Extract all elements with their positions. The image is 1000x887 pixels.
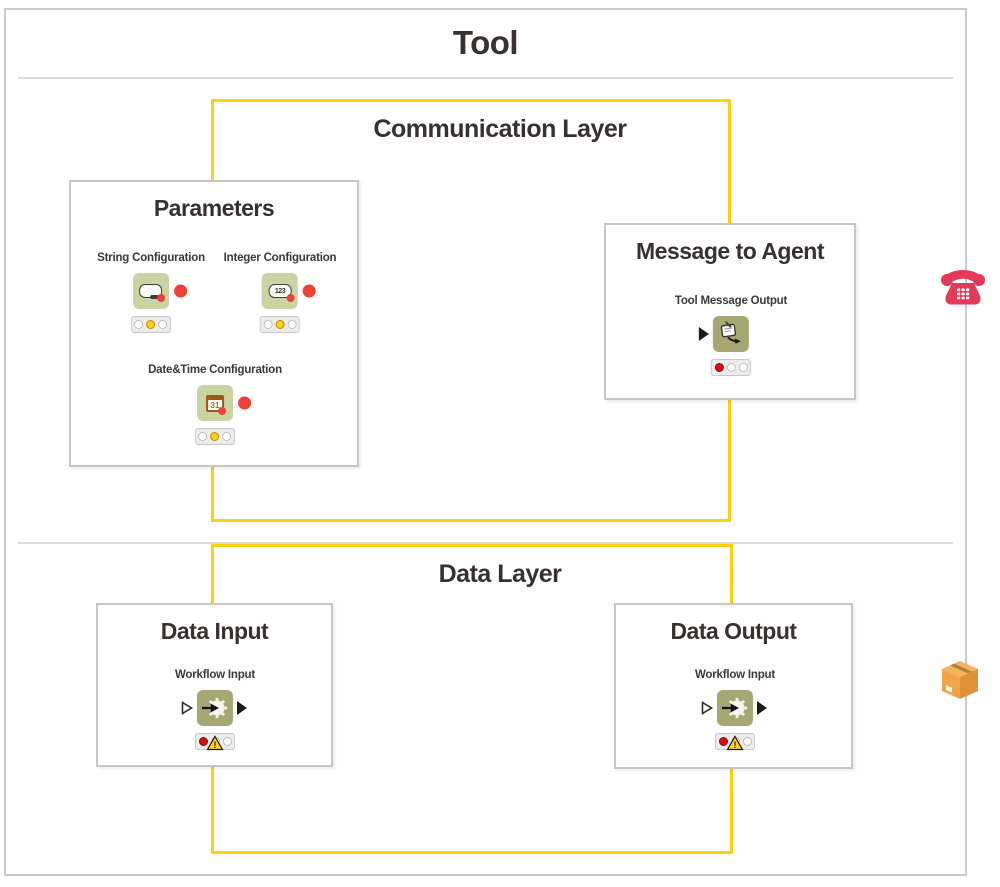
communication-layer-title: Communication Layer (373, 115, 627, 143)
status-red-on (198, 737, 208, 746)
node-datetime-configuration[interactable]: Date&Time Configuration 31 (148, 364, 282, 445)
svg-text:!: ! (734, 740, 737, 750)
node-status-traffic-light (130, 316, 171, 333)
flow-variable-output-port[interactable] (238, 396, 251, 410)
message-input-port[interactable] (699, 327, 709, 341)
calendar-header (208, 396, 222, 400)
gear-input-icon (722, 697, 748, 719)
warning-icon: ! (206, 735, 224, 751)
page-title: Tool (452, 24, 519, 61)
node-label: Integer Configuration (223, 252, 337, 264)
tool-message-output-node[interactable] (699, 316, 749, 352)
data-input-group-box[interactable]: Data Input Workflow Input (96, 603, 333, 767)
number-field-digits: 123 (274, 287, 286, 295)
node-label: Tool Message Output (674, 295, 788, 307)
node-label: Workflow Input (694, 669, 776, 681)
flow-variable-output-port[interactable] (303, 284, 316, 298)
telephone-icon (941, 270, 985, 305)
status-green-off (742, 737, 752, 746)
status-green-off (738, 363, 748, 372)
node-workflow-input-right[interactable]: Workflow Input (694, 669, 776, 751)
status-green-off (222, 432, 232, 441)
string-configuration-node[interactable] (132, 273, 187, 309)
workflow-input-node[interactable] (181, 690, 247, 726)
datetime-configuration-node[interactable]: 31 (197, 385, 251, 421)
data-layer-title: Data Layer (438, 560, 562, 588)
table-output-port[interactable] (237, 701, 247, 715)
gear-input-icon (202, 697, 228, 719)
status-green-off (287, 320, 297, 329)
svg-text:!: ! (214, 740, 217, 750)
workflow-input-port[interactable] (701, 701, 713, 715)
text-field-cursor (150, 295, 161, 299)
node-status-traffic-light: ! (195, 733, 235, 751)
workflow-input-port[interactable] (181, 701, 193, 715)
node-string-configuration[interactable]: String Configuration (97, 252, 205, 333)
message-to-agent-group-title: Message to Agent (636, 238, 824, 264)
warning-icon: ! (726, 735, 744, 751)
status-green-off (158, 320, 168, 329)
status-red-off (263, 320, 273, 329)
node-status-traffic-light (711, 359, 751, 376)
message-to-agent-group-box[interactable]: Message to Agent Tool Message Output (604, 223, 856, 400)
parameters-group-title: Parameters (153, 195, 275, 221)
status-red-on (718, 737, 728, 746)
number-field-icon: 123 (268, 284, 295, 302)
status-red-off (134, 320, 144, 329)
status-red-off (198, 432, 208, 441)
flow-variable-dot-icon (286, 294, 295, 302)
node-status-traffic-light (195, 428, 235, 445)
node-label: Workflow Input (174, 669, 256, 681)
data-output-group-box[interactable]: Data Output Workflow Input (614, 603, 853, 769)
status-yellow-off (726, 363, 736, 372)
node-status-traffic-light: ! (715, 733, 755, 751)
package-icon (942, 661, 978, 699)
integer-configuration-node[interactable]: 123 (262, 273, 316, 309)
data-input-group-title: Data Input (160, 618, 269, 644)
node-status-traffic-light (260, 316, 300, 333)
text-field-icon (139, 284, 166, 302)
title-divider (18, 77, 953, 79)
status-red-on (714, 363, 724, 372)
calendar-icon: 31 (206, 394, 226, 415)
node-label: Date&Time Configuration (148, 364, 282, 376)
parameters-group-box[interactable]: Parameters String Configuration Integer … (69, 180, 359, 467)
node-tool-message-output[interactable]: Tool Message Output (675, 295, 787, 376)
status-yellow-on (146, 320, 156, 329)
data-output-group-title: Data Output (670, 618, 797, 644)
flow-variable-dot-icon (218, 406, 226, 415)
status-yellow-on (275, 320, 285, 329)
calendar-day-number: 31 (210, 400, 220, 410)
table-output-port[interactable] (757, 701, 767, 715)
message-output-icon (720, 321, 741, 344)
flow-variable-dot-icon (157, 294, 166, 302)
status-green-off (222, 737, 232, 746)
workflow-input-node[interactable] (701, 690, 767, 726)
node-workflow-input-left[interactable]: Workflow Input (174, 669, 256, 751)
flow-variable-output-port[interactable] (173, 284, 187, 298)
node-integer-configuration[interactable]: Integer Configuration 123 (224, 252, 337, 333)
node-label: String Configuration (97, 252, 205, 264)
status-yellow-on (210, 432, 220, 441)
layer-divider (18, 542, 953, 544)
